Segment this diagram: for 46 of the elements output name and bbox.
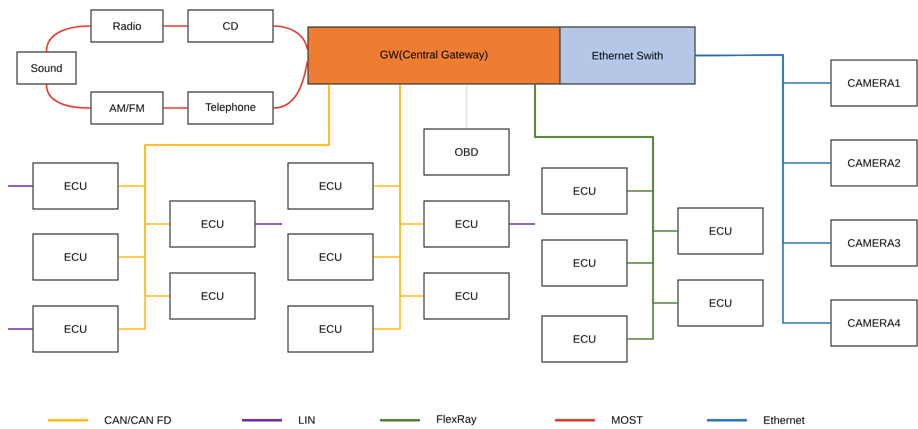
connector-line (8, 185, 32, 187)
component-box: Radio (90, 9, 164, 43)
component-box: OBD (423, 128, 510, 176)
connector-line (510, 223, 535, 225)
legend-label: FlexRay (437, 414, 477, 426)
legend-label: Ethernet (764, 416, 805, 424)
component-box: ECU (287, 162, 374, 210)
connector-line (274, 61, 308, 109)
switch-box: Ethernet Swith (559, 26, 696, 85)
legend-label: MOST (612, 416, 643, 424)
component-box: ECU (677, 207, 764, 255)
component-box: ECU (287, 233, 374, 281)
component-box: ECU (32, 162, 119, 210)
component-box: CAMERA2 (830, 139, 918, 187)
component-box: ECU (541, 167, 628, 215)
connector-line (164, 107, 188, 109)
component-box: CAMERA3 (830, 219, 918, 267)
gateway-box: GW(Central Gateway) (307, 26, 561, 85)
component-box: CD (187, 9, 274, 43)
connector-line (696, 54, 830, 324)
component-box: AM/FM (90, 91, 164, 125)
component-box: ECU (287, 305, 374, 353)
legend-label: CAN/CAN FD (104, 416, 171, 424)
component-box: Sound (16, 51, 77, 85)
component-box: Telephone (187, 91, 274, 125)
connector-line (274, 25, 308, 50)
legend-label: LIN (299, 416, 314, 424)
connector-line (399, 84, 424, 297)
component-box: ECU (541, 239, 628, 287)
component-box: CAMERA4 (830, 299, 918, 347)
component-box: ECU (423, 272, 510, 320)
connector-line (8, 328, 32, 330)
connector-line (256, 223, 282, 225)
component-box: ECU (169, 200, 256, 248)
component-box: CAMERA1 (830, 59, 918, 107)
connector-line (144, 84, 330, 297)
component-box: ECU (423, 200, 510, 248)
connector-line (46, 84, 90, 109)
connector-line (46, 25, 90, 52)
component-box: ECU (32, 305, 119, 353)
component-box: ECU (541, 315, 628, 363)
component-box: ECU (677, 279, 764, 327)
connector-line (534, 84, 678, 304)
component-box: ECU (169, 272, 256, 320)
component-box: ECU (32, 233, 119, 281)
connector-line (164, 25, 188, 27)
